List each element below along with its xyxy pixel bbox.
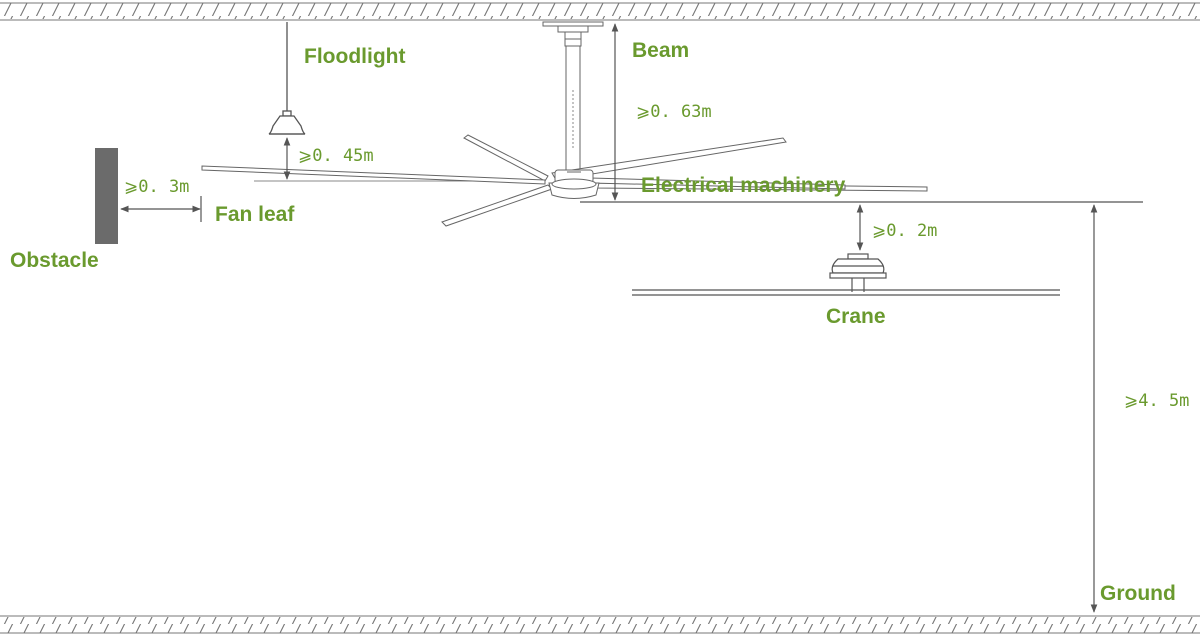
ground-label: Ground [1100, 582, 1176, 605]
floodlight-lamp-icon [268, 22, 306, 135]
crane-label: Crane [826, 305, 886, 328]
floodlight-clearance-value: ⩾0. 45m [298, 146, 374, 166]
ceiling-hatch-icon [0, 2, 1200, 21]
beam-clearance-value: ⩾0. 63m [636, 102, 712, 122]
hvls-fan-icon [201, 21, 928, 227]
fan-leaf-label: Fan leaf [215, 203, 295, 226]
floodlight-label: Floodlight [304, 45, 406, 68]
obstacle-clearance-value: ⩾0. 3m [124, 177, 190, 197]
dimension-arrows [120, 23, 1098, 613]
ground-hatch-icon [0, 615, 1200, 634]
ground-height-value: ⩾4. 5m [1124, 391, 1190, 411]
electrical-machinery-label: Electrical machinery [641, 174, 846, 197]
crane-rail-line [632, 289, 1060, 296]
obstacle-label: Obstacle [10, 249, 99, 272]
obstacle-wall-icon [95, 148, 118, 244]
beam-label: Beam [632, 39, 690, 62]
crane-clearance-value: ⩾0. 2m [872, 221, 938, 241]
crane-lamp-icon [829, 253, 887, 292]
